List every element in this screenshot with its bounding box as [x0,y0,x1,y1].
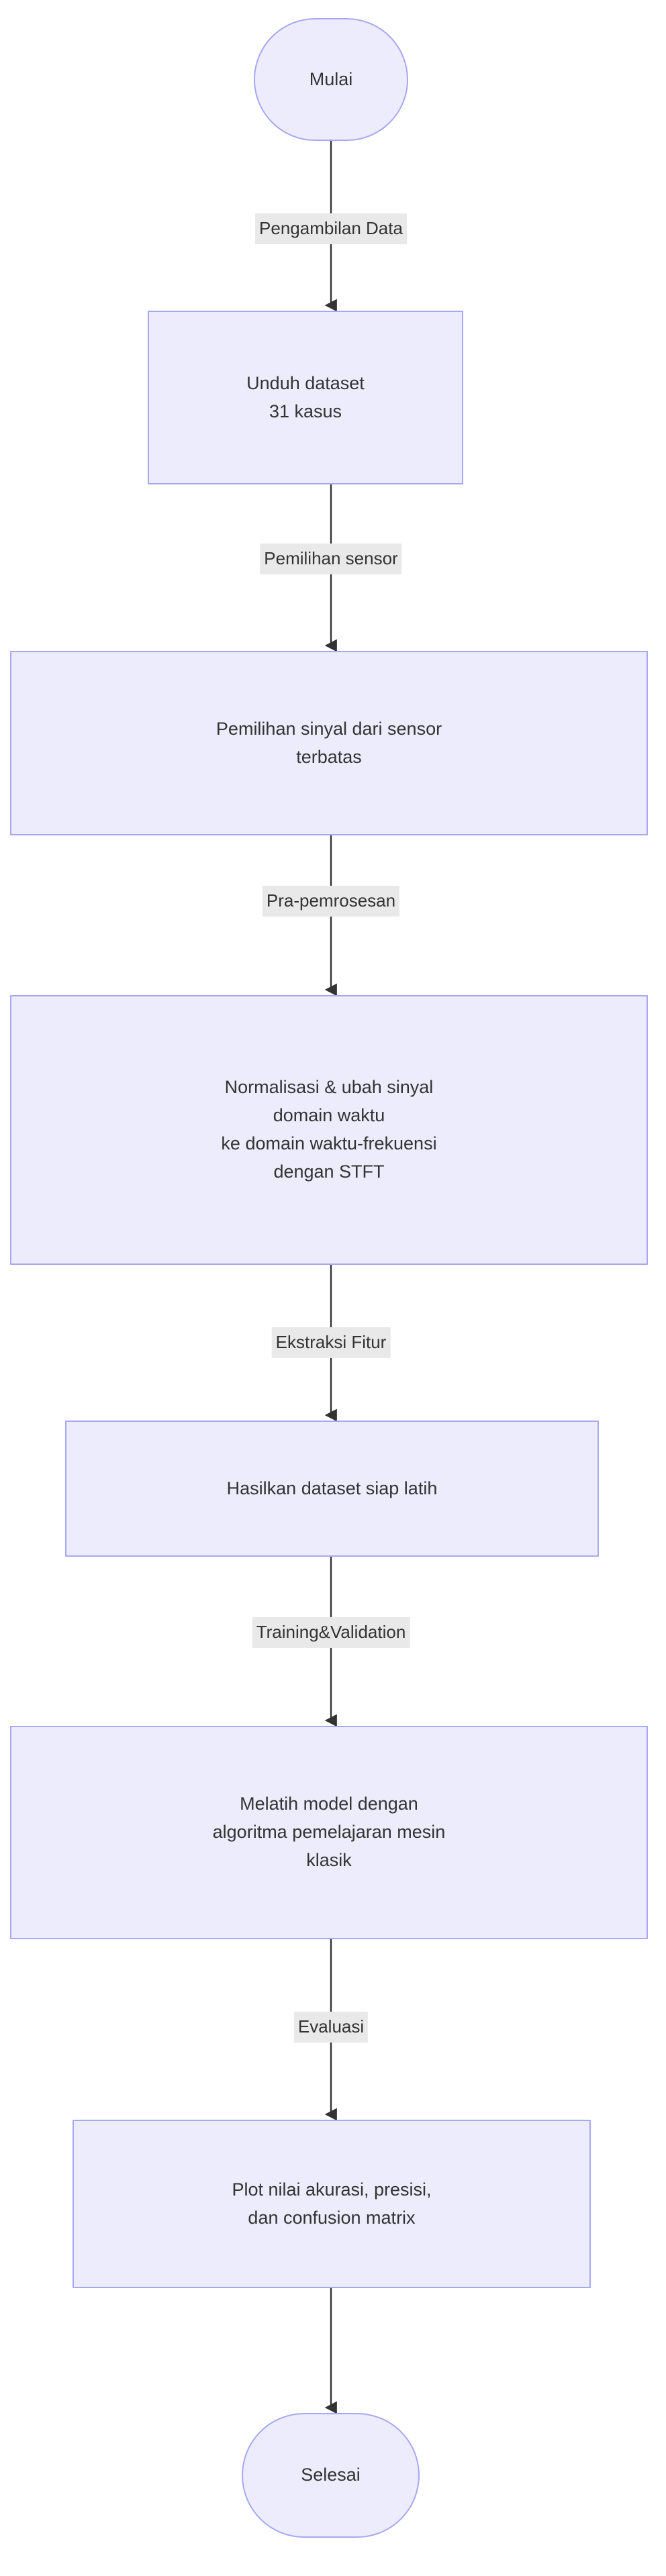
node-sensor-selection-label: Pemilihan sinyal dari sensor terbatas [216,718,442,767]
node-download-dataset[interactable]: Unduh dataset 31 kasus [148,311,463,484]
node-end[interactable]: Selesai [242,2413,420,2538]
node-download-dataset-label: Unduh dataset 31 kasus [246,372,365,421]
node-dataset-ready[interactable]: Hasilkan dataset siap latih [65,1421,599,1557]
edge-label-ekstraksi-fitur: Ekstraksi Fitur [271,1327,391,1358]
node-start[interactable]: Mulai [254,18,408,141]
node-train-model-label: Melatih model dengan algoritma pemelajar… [212,1794,446,1870]
edge-label-evaluasi: Evaluasi [293,2012,369,2043]
edge-label-pengambilan-data: Pengambilan Data [255,213,407,244]
node-start-label: Mulai [309,68,353,89]
node-preprocessing-label: Normalisasi & ubah sinyal domain waktu k… [221,1077,437,1182]
node-sensor-selection[interactable]: Pemilihan sinyal dari sensor terbatas [10,651,648,835]
node-plot-metrics[interactable]: Plot nilai akurasi, presisi, dan confusi… [73,2120,591,2288]
node-preprocessing[interactable]: Normalisasi & ubah sinyal domain waktu k… [10,995,648,1265]
edge-label-pra-pemrosesan: Pra-pemrosesan [262,886,400,917]
node-end-label: Selesai [301,2465,361,2485]
node-dataset-ready-label: Hasilkan dataset siap latih [226,1478,438,1498]
node-train-model[interactable]: Melatih model dengan algoritma pemelajar… [10,1726,648,1939]
node-plot-metrics-label: Plot nilai akurasi, presisi, dan confusi… [232,2179,432,2228]
edge-label-training-validation: Training&Validation [252,1617,410,1648]
edge-label-pemilihan-sensor: Pemilihan sensor [260,544,402,574]
